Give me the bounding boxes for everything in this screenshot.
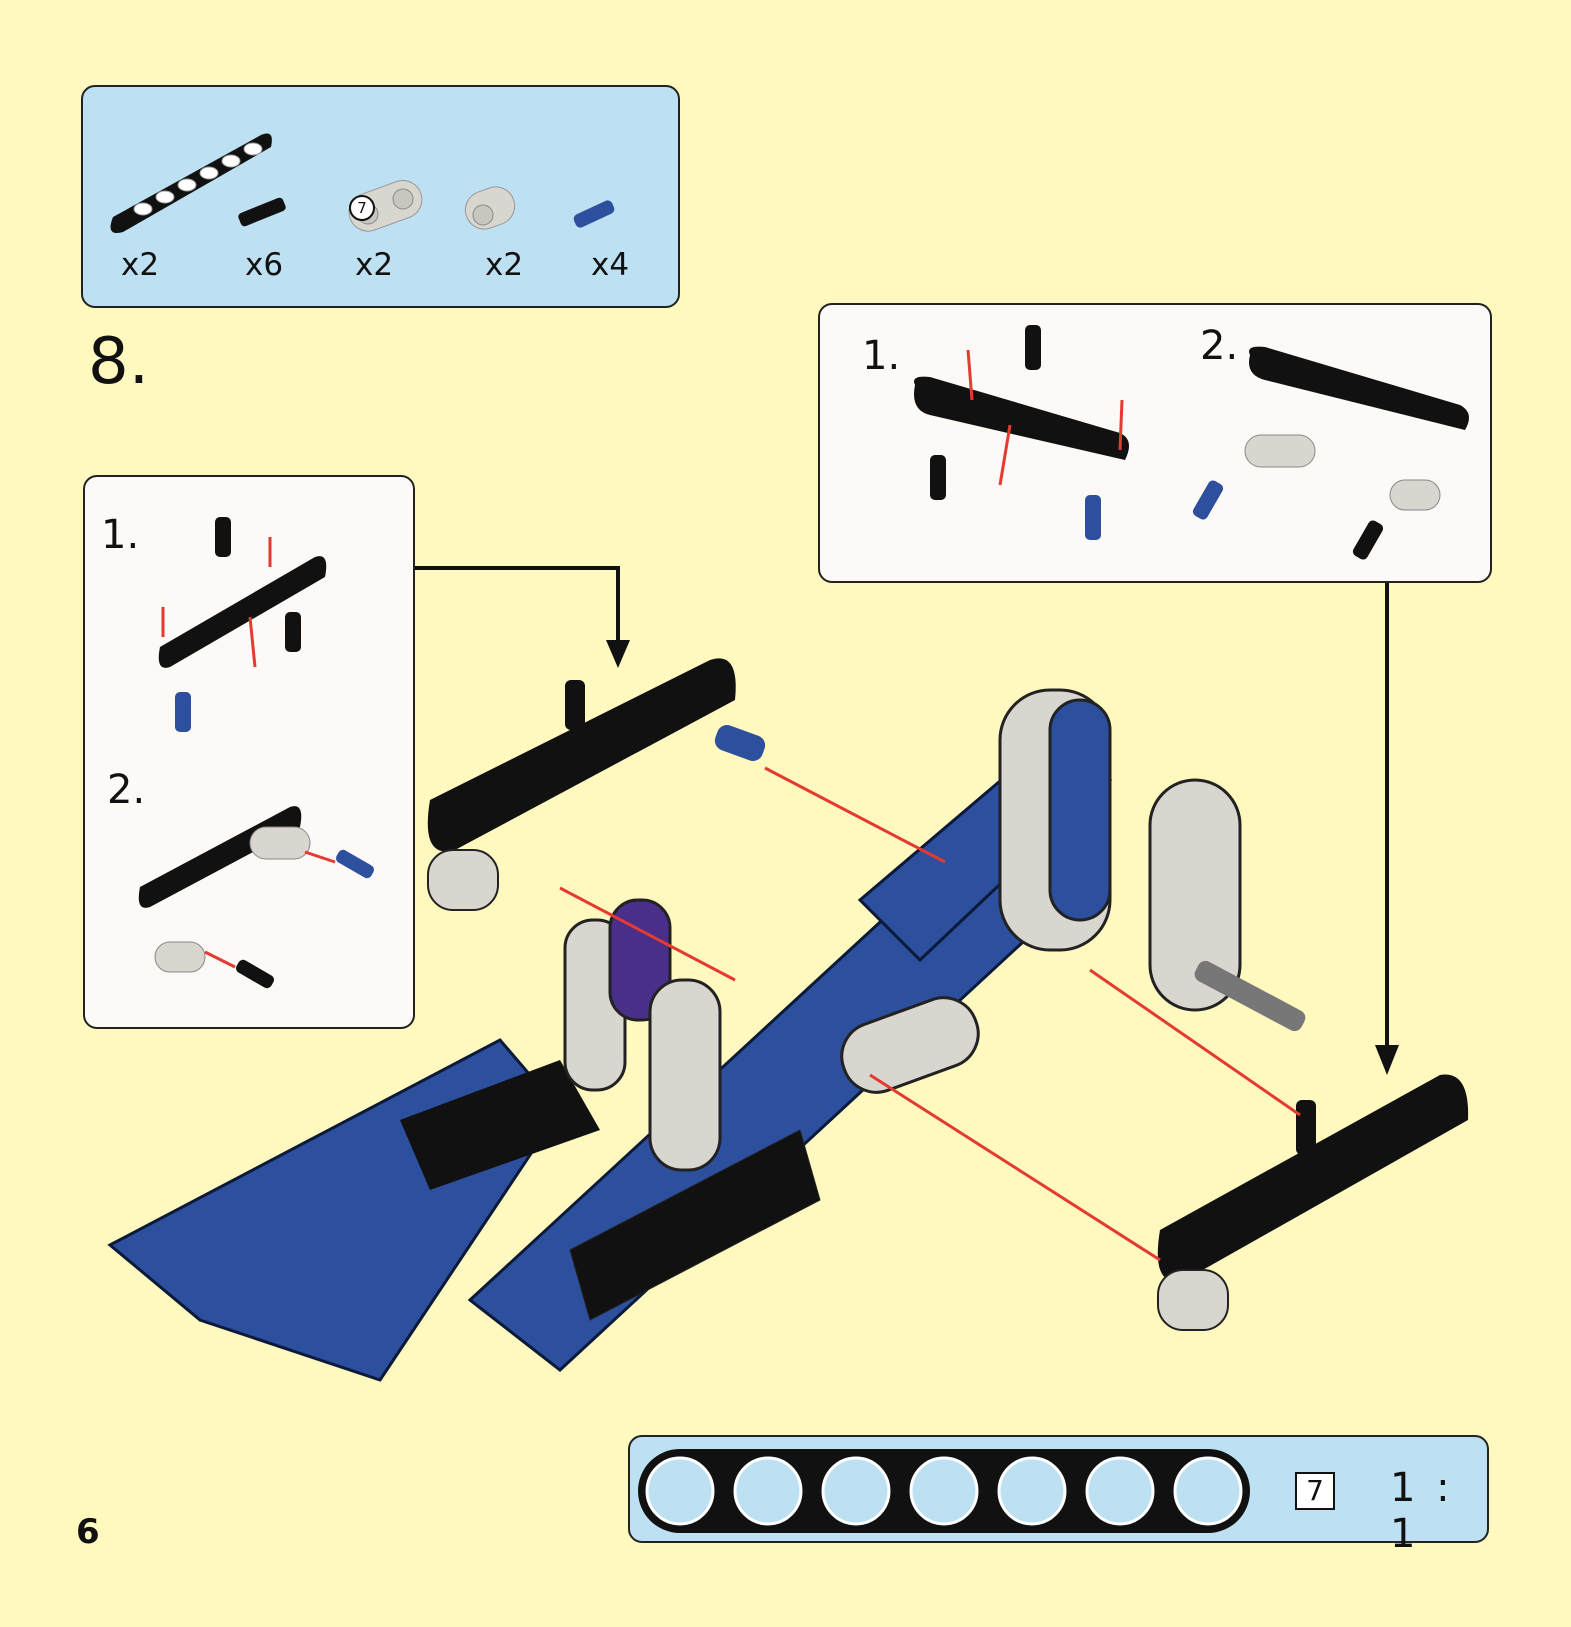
blue-frame-model <box>107 688 1242 1382</box>
part-qty: x4 <box>591 247 630 283</box>
top-left-beam-assembly <box>427 658 766 911</box>
part-qty: x6 <box>245 247 284 283</box>
beam-7-part-icon <box>110 133 272 233</box>
sub-step-number: 1. <box>101 512 140 558</box>
scale-label: 1 : 1 <box>1390 1465 1454 1557</box>
sub-assembly-panel-right: 1. 2. <box>818 303 1492 583</box>
cross-block-part-icon <box>464 186 516 230</box>
length-ruler-panel: 7 1 : 1 <box>628 1435 1489 1557</box>
sub-step-number: 2. <box>107 767 146 813</box>
beam-7-actual-size <box>638 1449 1250 1533</box>
arrow-head-icon <box>1375 1045 1399 1075</box>
sub-step-number: 1. <box>862 333 901 379</box>
step-number: 8. <box>88 325 150 399</box>
axle-pin-part-icon <box>573 200 615 228</box>
part-qty: x2 <box>121 247 160 283</box>
sub-assembly-panel-left: 1. 2. <box>83 475 415 1029</box>
sub-assembly-illustration <box>138 517 374 989</box>
arrow-head-icon <box>606 640 630 668</box>
parts-list-panel: 7 x2 x6 x2 x2 x4 <box>81 85 680 308</box>
beam-length-label: 7 <box>1295 1472 1335 1510</box>
connector-arrow-left <box>415 566 620 650</box>
sub-step-number: 2. <box>1200 323 1239 369</box>
part-qty: x2 <box>355 247 394 283</box>
length-callout: 7 <box>349 195 375 221</box>
part-qty: x2 <box>485 247 524 283</box>
page-number: 6 <box>76 1512 100 1552</box>
parts-illustration <box>110 133 615 233</box>
sub-assembly-illustration <box>914 325 1469 560</box>
bottom-right-beam-assembly <box>1157 960 1469 1331</box>
friction-pin-part-icon <box>238 197 286 227</box>
assembly-arrows <box>559 766 1301 1262</box>
